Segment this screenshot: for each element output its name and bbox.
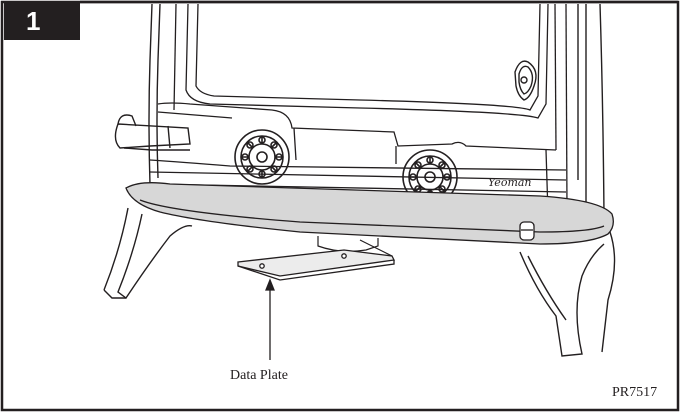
stove-legs <box>103 207 616 357</box>
step-number-badge: 1 <box>4 2 80 40</box>
fan-rosette-icon <box>234 129 290 185</box>
reference-code: PR7517 <box>612 385 658 400</box>
data-plate <box>237 249 395 281</box>
door-handle-icon <box>114 114 191 151</box>
door-latch-icon <box>514 60 537 101</box>
callout-leader <box>265 278 275 360</box>
stove-body <box>148 3 605 216</box>
brand-mark: Yeoman <box>488 176 532 189</box>
leg-bolt <box>519 221 535 241</box>
data-plate-label: Data Plate <box>230 368 288 383</box>
stove-plinth <box>125 182 614 245</box>
stove-door <box>173 3 568 211</box>
